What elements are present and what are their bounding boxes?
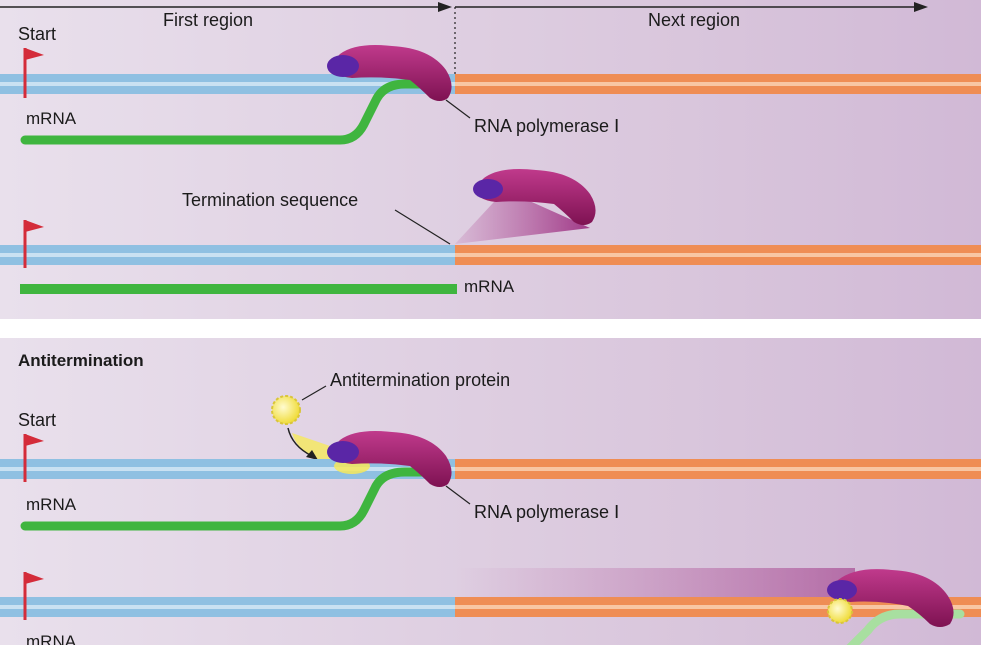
rna-polymerase-1 <box>327 45 452 101</box>
mrna-label-3: mRNA <box>26 495 77 514</box>
first-region-label: First region <box>163 10 254 30</box>
antitermination-protein-label: Antitermination protein <box>330 370 511 390</box>
antitermination-title: Antitermination <box>18 351 144 370</box>
antitermination-diagram <box>0 385 981 645</box>
antitermination-panel: Antitermination Antitermination protein … <box>0 338 981 645</box>
mrna-label-1: mRNA <box>26 109 77 128</box>
rna-polymerase-released <box>473 169 596 225</box>
region-arrows <box>0 2 928 76</box>
antitermination-protein-bound <box>827 598 853 624</box>
start-label: Start <box>18 24 57 44</box>
start-flag-icon-4 <box>23 572 44 620</box>
next-region-label: Next region <box>648 10 741 30</box>
start-flag-icon <box>23 48 44 98</box>
start-label-2: Start <box>18 410 57 430</box>
rna-polymerase-4 <box>827 569 954 627</box>
rna-polymerase-label-2: RNA polymerase Ⅰ <box>474 502 620 522</box>
mrna-strand-3 <box>20 467 435 531</box>
mrna-strand-4 <box>846 609 965 645</box>
polymerase-release-trail <box>455 190 590 244</box>
mrna-label-4: mRNA <box>26 632 77 645</box>
rna-polymerase-3 <box>327 431 452 487</box>
polymerase-trail <box>455 568 855 598</box>
start-flag-icon-3 <box>23 434 44 482</box>
rna-polymerase-label: RNA polymerase Ⅰ <box>474 116 620 136</box>
antitermination-protein <box>271 395 301 425</box>
transcription-termination-panel: First region Next region Start mRNA RNA … <box>0 0 981 319</box>
termination-sequence-label: Termination sequence <box>182 190 359 210</box>
dna-strand-1 <box>0 74 981 94</box>
start-flag-icon-2 <box>23 220 44 268</box>
dna-strand-2 <box>0 245 981 265</box>
termination-diagram <box>0 2 981 294</box>
dna-strand-3 <box>0 459 981 479</box>
mrna-strand-1 <box>20 79 435 145</box>
mrna-label-2: mRNA <box>464 277 515 296</box>
